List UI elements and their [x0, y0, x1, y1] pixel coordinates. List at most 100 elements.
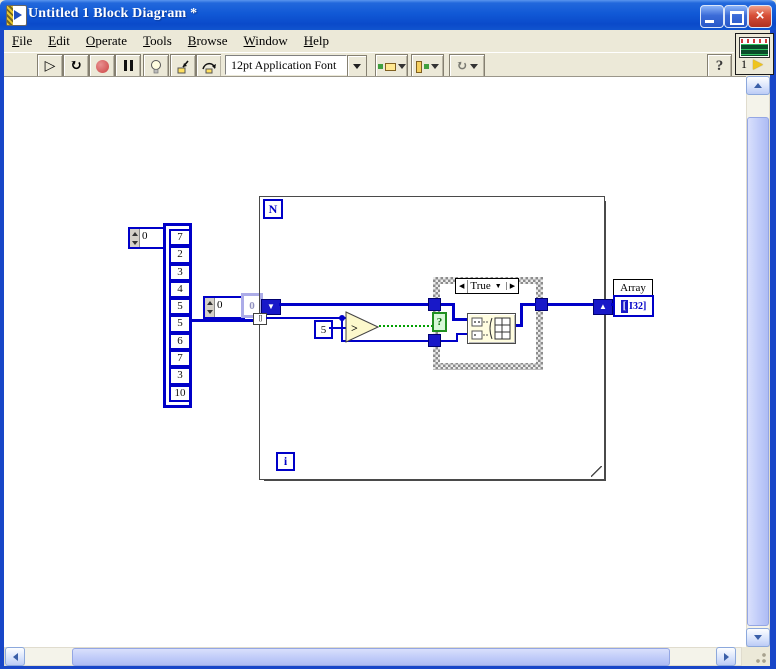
wire-case-elem-1[interactable] [441, 340, 458, 342]
shift-register-left[interactable]: ▼ [261, 299, 281, 315]
array-element[interactable]: 5 [169, 315, 191, 333]
build-array-node[interactable] [467, 313, 516, 344]
array-indicator-terminal[interactable]: [ I32] [613, 295, 654, 317]
wire-case-in-2[interactable] [452, 303, 455, 321]
font-selector-dropdown[interactable] [347, 55, 367, 77]
run-continuously-button[interactable]: ↻ [63, 54, 89, 79]
scroll-up-button[interactable] [746, 76, 770, 95]
wire-array-to-loop[interactable] [190, 319, 256, 322]
reorder-icon: ↻ [456, 58, 468, 74]
align-objects-button[interactable] [375, 54, 408, 79]
loop-resize-corner[interactable] [591, 466, 602, 477]
array-constant-index[interactable]: 0 [128, 227, 167, 249]
scroll-left-button[interactable] [5, 647, 25, 666]
index-spinner[interactable] [130, 229, 140, 247]
array-element[interactable]: 6 [169, 332, 191, 351]
menu-operate[interactable]: Operate [85, 33, 128, 48]
array-bracket: [ [620, 299, 629, 313]
case-next-icon[interactable]: ▶ [509, 282, 516, 290]
array-element[interactable]: 4 [169, 280, 191, 299]
run-continuous-icon: ↻ [69, 58, 83, 74]
menu-browse[interactable]: Browse [187, 33, 228, 48]
init-array-index[interactable]: 0 [203, 296, 245, 319]
menu-help[interactable]: Help [303, 33, 330, 48]
threshold-constant[interactable]: 5 [314, 320, 333, 339]
array-element[interactable]: 7 [169, 350, 191, 368]
vi-chart-ticks [741, 39, 768, 43]
index-spinner[interactable] [205, 298, 215, 317]
array-element[interactable]: 10 [169, 384, 191, 402]
greater-than-node[interactable]: > [345, 311, 379, 343]
horizontal-scroll-thumb[interactable] [72, 648, 670, 666]
scroll-right-button[interactable] [716, 647, 736, 666]
wire-element[interactable] [266, 317, 346, 319]
case-selector-terminal[interactable]: ? [432, 312, 447, 332]
abort-button[interactable] [89, 54, 115, 79]
vi-chart-plot [741, 44, 768, 56]
chevron-down-icon [353, 63, 361, 69]
step-over-button[interactable] [196, 54, 222, 79]
wire-shift-register-to-case[interactable] [279, 303, 435, 306]
labview-app-icon [6, 5, 27, 26]
step-into-button[interactable] [170, 54, 196, 79]
vi-icon-pane[interactable]: 1 ▶ [735, 33, 774, 75]
wire-case-to-sr[interactable] [548, 303, 593, 306]
case-prev-icon[interactable]: ◀ [459, 282, 465, 290]
wire-case-out-2[interactable] [520, 303, 523, 327]
wire-case-elem-3[interactable] [456, 333, 468, 335]
wire-case-out-3[interactable] [520, 303, 536, 306]
indicator-label[interactable]: Array [613, 279, 653, 296]
menu-window[interactable]: Window [243, 33, 288, 48]
case-selector-label[interactable]: ◀ True ▼ ▶ [455, 278, 520, 294]
menu-edit[interactable]: Edit [48, 33, 70, 48]
title-bar[interactable]: Untitled 1 Block Diagram * × [0, 0, 776, 30]
maximize-icon [730, 11, 744, 25]
loop-iteration-terminal[interactable]: i [276, 452, 295, 471]
wire-case-in-1[interactable] [441, 303, 455, 306]
resize-grip[interactable] [742, 647, 770, 666]
pause-icon [122, 58, 134, 76]
chevron-down-icon [469, 64, 478, 69]
array-element[interactable]: 2 [169, 246, 191, 264]
wire-element-branch-h[interactable] [341, 340, 435, 342]
maximize-button[interactable] [724, 5, 748, 28]
loop-count-terminal[interactable]: N [263, 199, 283, 219]
wire-element-branch-v[interactable] [341, 318, 343, 342]
wire-case-elem-2[interactable] [456, 333, 458, 342]
window-border-bottom [0, 666, 776, 669]
distribute-icon [416, 60, 422, 73]
close-button[interactable]: × [748, 5, 772, 28]
chevron-down-icon [397, 64, 406, 69]
scroll-right-icon [723, 652, 729, 661]
case-tunnel-element-in[interactable] [428, 334, 441, 347]
menu-file[interactable]: File [12, 33, 33, 48]
case-dropdown-icon[interactable]: ▼ [494, 282, 507, 290]
scroll-down-button[interactable] [746, 628, 770, 647]
minimize-button[interactable] [700, 5, 724, 28]
block-diagram-canvas[interactable] [4, 76, 746, 648]
reorder-button[interactable]: ↻ [449, 54, 485, 79]
array-element[interactable]: 7 [169, 229, 191, 247]
menu-tools[interactable]: Tools [143, 33, 172, 48]
array-element[interactable]: 3 [169, 263, 191, 281]
array-element[interactable]: 3 [169, 367, 191, 385]
index-value: 0 [217, 299, 223, 311]
wire-boolean[interactable] [379, 325, 433, 327]
distribute-objects-button[interactable] [411, 54, 444, 79]
array-element[interactable]: 5 [169, 298, 191, 316]
for-loop[interactable] [259, 196, 605, 480]
case-tunnel-array-in[interactable] [428, 298, 441, 311]
auto-index-tunnel[interactable]: [] [253, 313, 267, 325]
case-tunnel-array-out[interactable] [535, 298, 548, 311]
greater-than-glyph: > [351, 321, 358, 335]
wire-case-in-3[interactable] [452, 318, 468, 321]
wire-case-out-1[interactable] [514, 324, 523, 327]
scroll-left-icon [12, 652, 18, 661]
font-selector[interactable]: 12pt Application Font [225, 55, 347, 75]
chevron-down-icon [431, 64, 439, 69]
shift-register-right[interactable]: ▲ [593, 299, 613, 315]
vertical-scroll-thumb[interactable] [747, 117, 769, 626]
close-icon: × [755, 7, 765, 24]
wire-threshold[interactable] [329, 327, 346, 329]
